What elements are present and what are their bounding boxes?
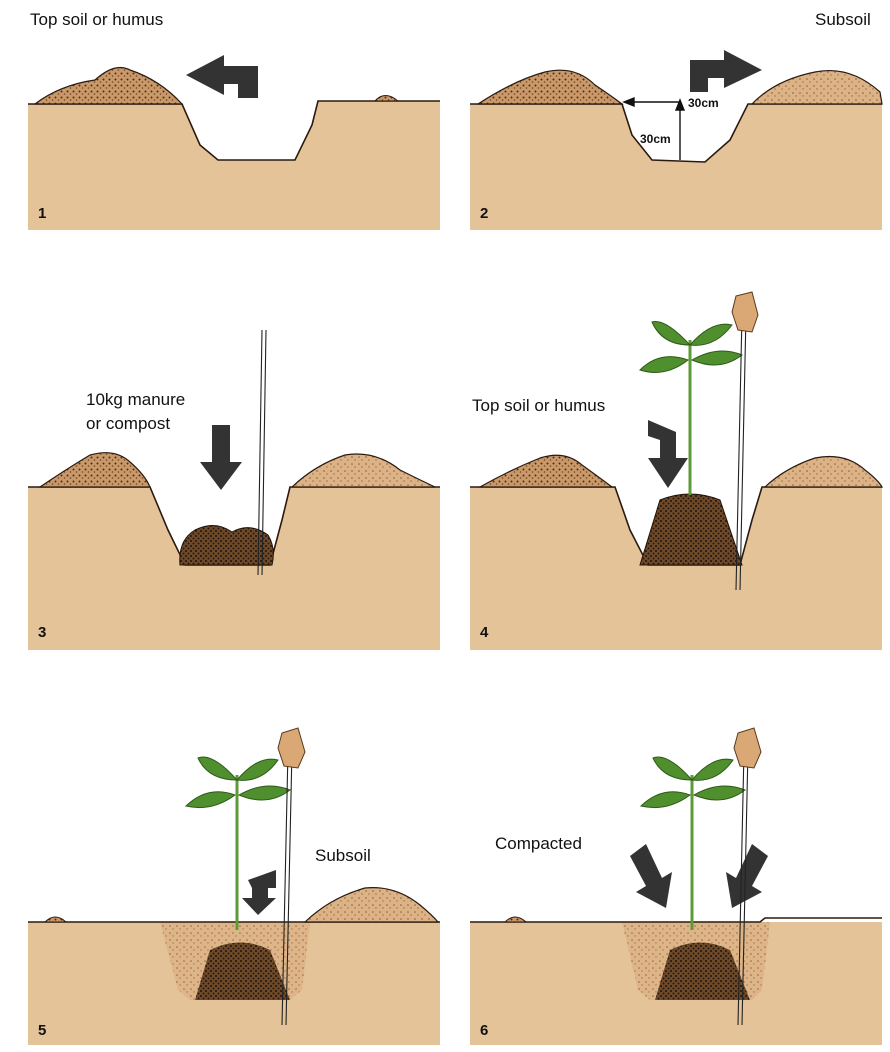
arrow-icon: [690, 50, 762, 92]
arrow-icon: [648, 420, 688, 488]
panel-1-small-clod: [375, 96, 398, 102]
tag-icon: [732, 292, 758, 332]
panel-1-label: Top soil or humus: [30, 10, 163, 30]
panel-2-ground: [470, 104, 882, 230]
tag-icon: [734, 728, 761, 768]
panel-6-label: Compacted: [495, 834, 582, 854]
panel-5-number: 5: [38, 1022, 46, 1039]
panel-4-subsoil-pile: [765, 457, 882, 488]
panel-6-number: 6: [480, 1022, 488, 1039]
panel-2-number: 2: [480, 205, 488, 222]
seedling-icon: [640, 321, 742, 495]
panel-2-width-label: 30cm: [688, 96, 719, 110]
arrow-icon: [630, 844, 672, 908]
panel-5-label: Subsoil: [315, 846, 371, 866]
panel-1-number: 1: [38, 205, 46, 222]
arrow-icon: [200, 425, 242, 490]
panel-3-topsoil-pile: [40, 453, 150, 487]
seedling-icon: [641, 757, 745, 930]
panel-3-manure-mound: [180, 525, 274, 565]
panel-6-ground: [470, 918, 882, 1045]
panel-4-topsoil-pile: [480, 455, 612, 487]
panel-2-topsoil-pile: [478, 70, 622, 104]
panel-4-label: Top soil or humus: [472, 396, 605, 416]
arrow-icon: [726, 844, 768, 908]
panel-1-topsoil-pile: [35, 68, 182, 104]
arrow-icon: [186, 55, 258, 98]
panel-3-number: 3: [38, 624, 46, 641]
panel-3-ground: [28, 487, 440, 650]
panel-5-ground: [28, 922, 440, 1045]
tag-icon: [278, 728, 305, 768]
panel-5-subsoil-pile: [305, 888, 438, 922]
seedling-icon: [186, 757, 290, 930]
panel-4-filled-mound: [640, 494, 742, 565]
arrow-icon: [242, 870, 276, 915]
panel-2-label: Subsoil: [815, 10, 871, 30]
panel-3-label: 10kg manure or compost: [86, 388, 185, 436]
panel-4-number: 4: [480, 624, 488, 641]
panel-6-small-clod: [505, 917, 526, 922]
panel-5-small-clod: [45, 917, 66, 922]
panel-1-ground: [28, 101, 440, 230]
panel-2-depth-label: 30cm: [640, 132, 671, 146]
panel-3-subsoil-pile: [292, 454, 435, 487]
panel-2-subsoil-pile: [752, 71, 882, 104]
